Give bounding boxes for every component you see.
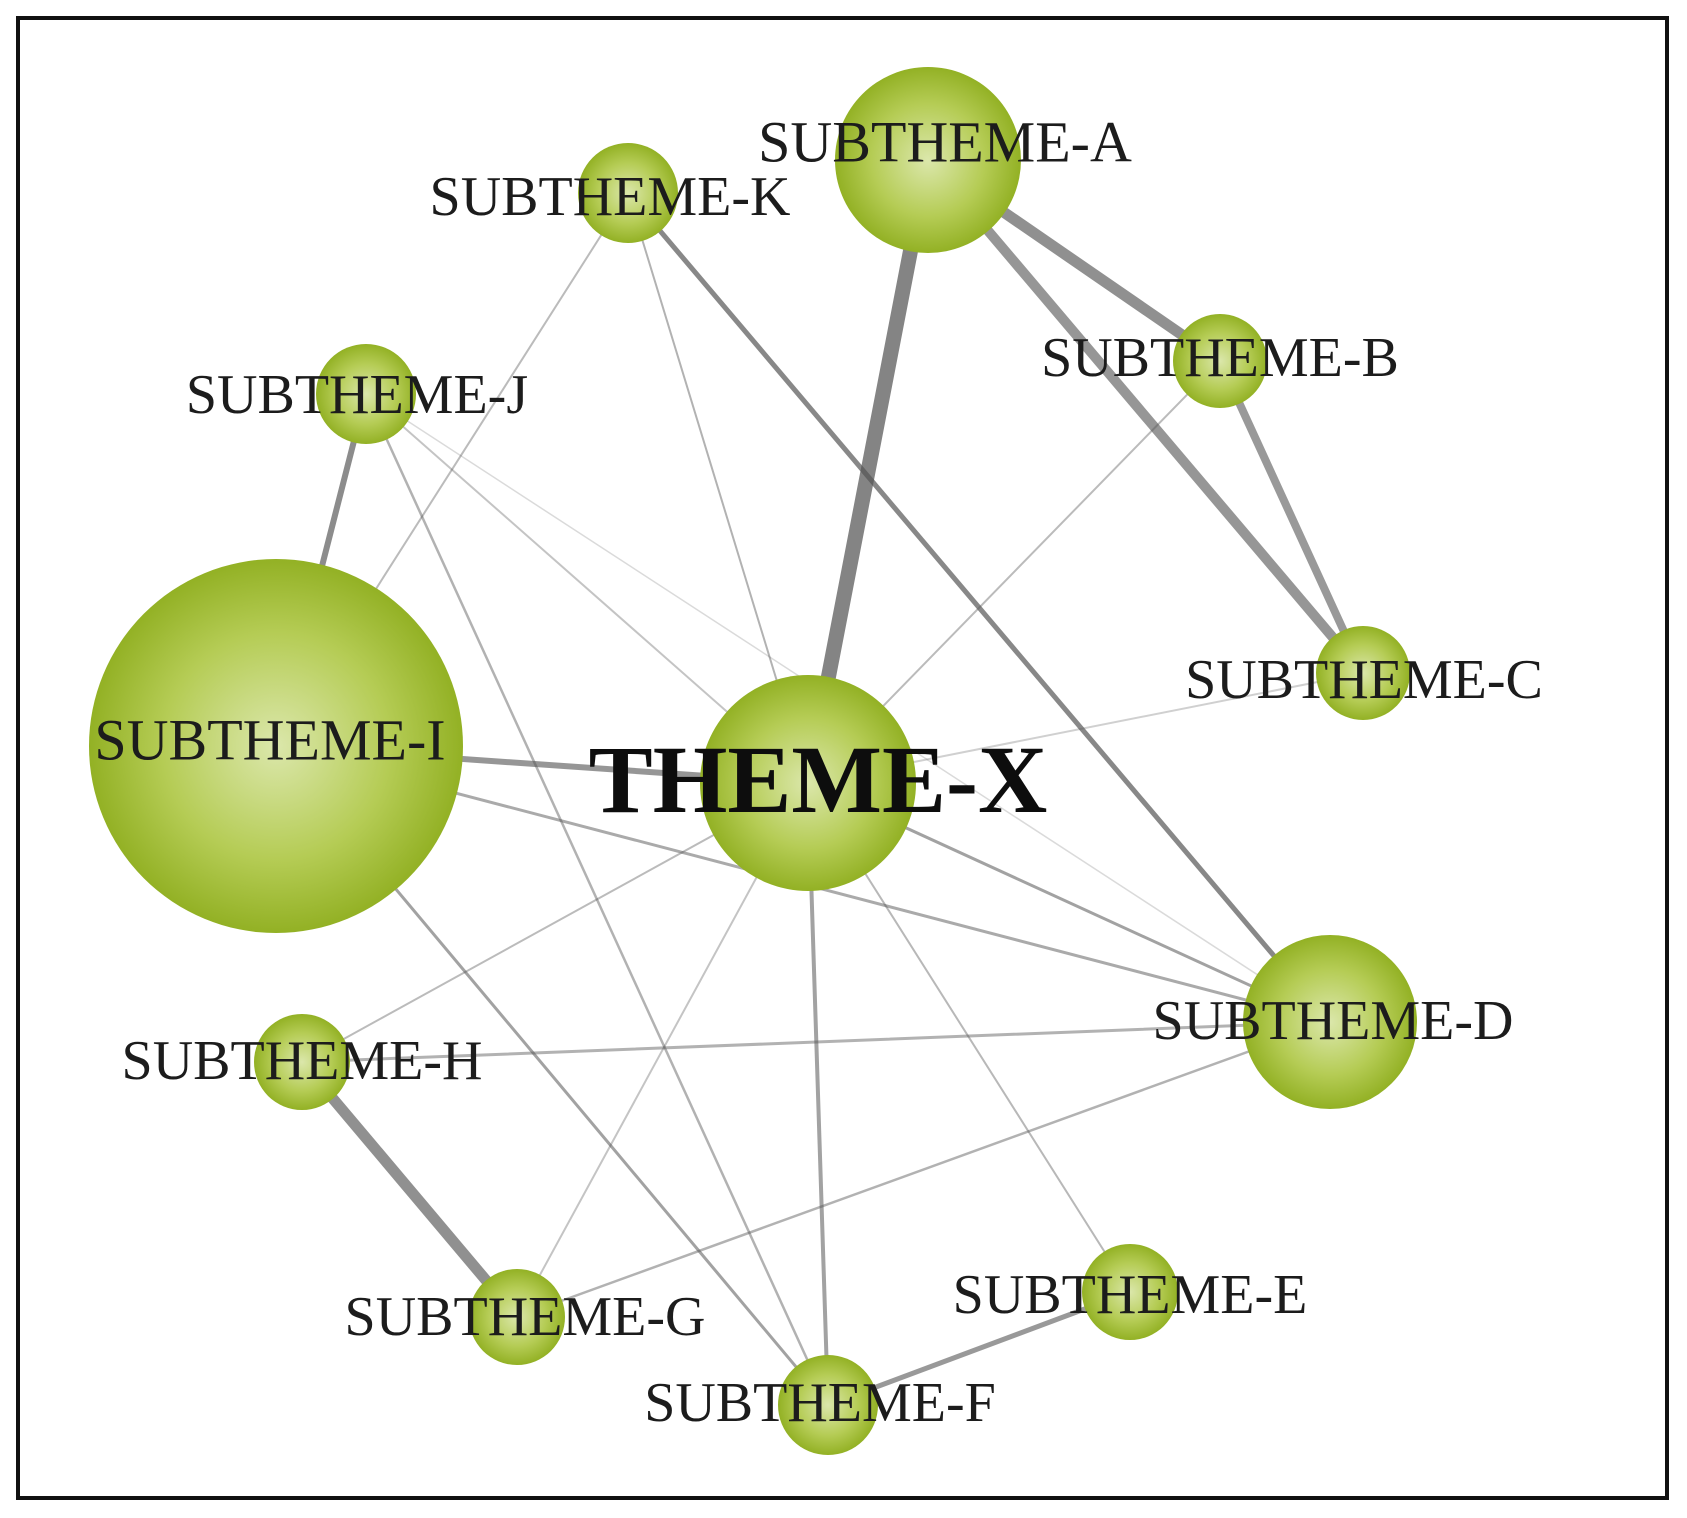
label-subtheme-c: SUBTHEME-C — [1185, 649, 1543, 711]
node-subtheme-j — [316, 344, 416, 444]
labels-layer: THEME-X SUBTHEME-A SUBTHEME-B SUBTHEME-C SUB… — [94, 109, 1543, 1434]
node-subtheme-h — [254, 1014, 350, 1110]
edge-g-d — [515, 1020, 1332, 1319]
label-subtheme-a: SUBTHEME-A — [758, 109, 1132, 174]
edge-h-g — [296, 1056, 523, 1323]
edge-f-e — [825, 1289, 1133, 1408]
label-subtheme-i: SUBTHEME-I — [94, 707, 445, 772]
edge-j-f — [364, 392, 830, 1407]
label-subtheme-j: SUBTHEME-J — [186, 364, 528, 426]
node-subtheme-d — [1243, 935, 1417, 1109]
node-subtheme-f — [778, 1355, 878, 1455]
node-theme-x — [700, 675, 916, 891]
node-subtheme-b — [1173, 314, 1267, 408]
label-subtheme-b: SUBTHEME-B — [1041, 327, 1399, 389]
node-subtheme-g — [469, 1269, 565, 1365]
label-subtheme-e: SUBTHEME-E — [953, 1264, 1308, 1326]
label-subtheme-g: SUBTHEME-G — [345, 1286, 706, 1348]
label-subtheme-h: SUBTHEME-H — [122, 1030, 483, 1092]
node-subtheme-e — [1082, 1244, 1178, 1340]
label-theme-x: THEME-X — [589, 726, 1048, 833]
label-subtheme-d: SUBTHEME-D — [1153, 990, 1514, 1052]
label-subtheme-f: SUBTHEME-F — [644, 1372, 996, 1434]
nodes-layer — [89, 67, 1417, 1455]
node-subtheme-a — [835, 67, 1021, 253]
edge-a-c — [923, 155, 1368, 678]
node-subtheme-k — [578, 143, 678, 243]
edge-h-d — [300, 1020, 1332, 1064]
edge-b-c — [1216, 357, 1367, 677]
node-subtheme-c — [1316, 626, 1410, 720]
label-subtheme-k: SUBTHEME-K — [430, 166, 791, 228]
edge-k-d — [625, 190, 1333, 1025]
node-subtheme-i — [89, 559, 463, 933]
